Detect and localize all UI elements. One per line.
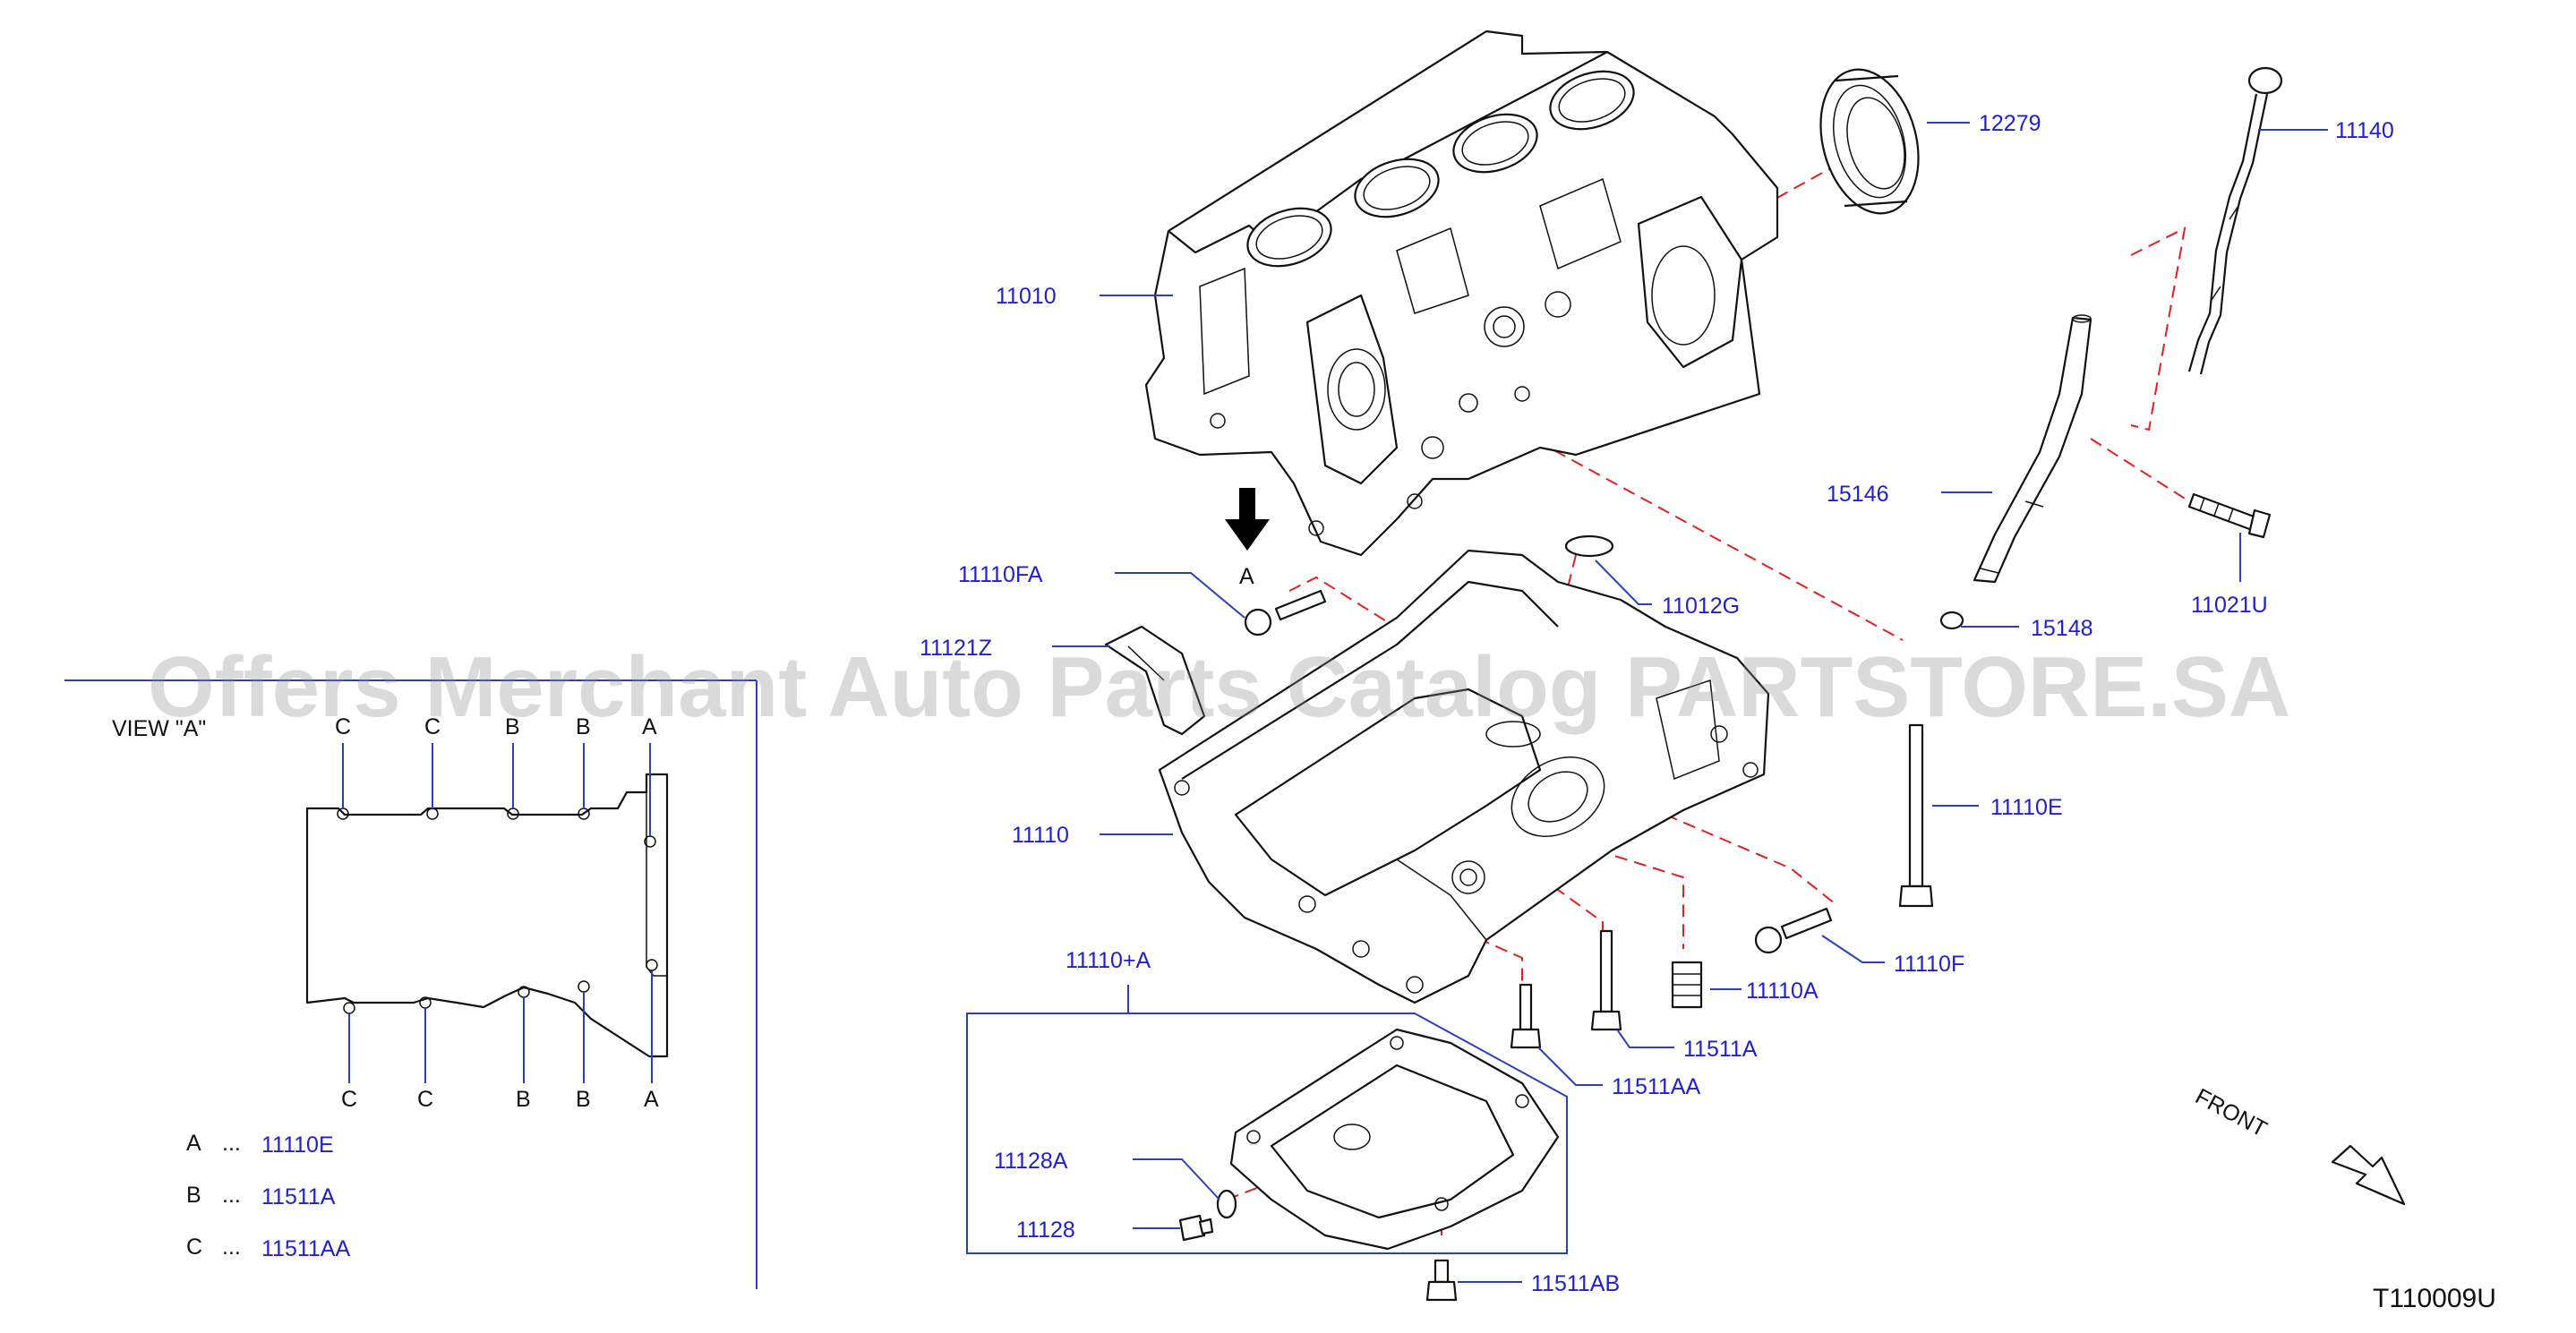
part-label-11511A[interactable]: 11511A	[1683, 1037, 1758, 1062]
legend-part-number[interactable]: 11511A	[261, 1184, 336, 1209]
oil-gauge-guide-15146[interactable]	[1973, 314, 2092, 584]
part-label-11012G[interactable]: 11012G	[1662, 594, 1740, 619]
view-a-flange	[646, 792, 667, 977]
leader-lines	[1052, 122, 2328, 1283]
front-indicator: FRONT	[2191, 1084, 2406, 1206]
oil-pan-lower[interactable]	[1229, 1028, 1560, 1251]
watermark: Offers Merchant Auto Parts Catalog PARTS…	[148, 639, 2290, 735]
part-label-11121Z[interactable]: 11121Z	[920, 636, 992, 661]
bolt-11110FA[interactable]	[1244, 589, 1327, 637]
bolt-11110E[interactable]	[1898, 723, 1934, 908]
front-arrow-icon	[2331, 1144, 2406, 1206]
legend-key: C	[186, 1235, 202, 1260]
legend-key: A	[186, 1131, 201, 1156]
part-label-11511AB[interactable]: 11511AB	[1531, 1271, 1620, 1296]
part-label-11010[interactable]: 11010	[996, 284, 1057, 309]
bolt-11511A[interactable]	[1590, 929, 1622, 1031]
oil-pan-lower-frame	[966, 1013, 1568, 1254]
part-label-11110FA[interactable]: 11110FA	[958, 562, 1043, 587]
view-a-legend: A ... 11110E B ... 11511A C ... 11511AA	[186, 1131, 350, 1261]
washer-11128A[interactable]	[1216, 1189, 1237, 1219]
view-a-pan-outline	[305, 773, 669, 1058]
view-a-bolt-holes	[337, 807, 658, 1014]
view-a-top-letter: C	[335, 714, 351, 739]
view-a-bottom-letter: C	[417, 1087, 433, 1112]
view-a-arrow: A	[1225, 488, 1270, 589]
drain-plug-11128[interactable]	[1178, 1214, 1214, 1242]
oil-pan-upper-11110[interactable]	[1158, 549, 1770, 1004]
part-label-11511AA[interactable]: 11511AA	[1612, 1074, 1700, 1099]
part-label-11110F[interactable]: 11110F	[1894, 952, 1964, 977]
down-arrow-icon	[1225, 488, 1270, 551]
rear-oil-seal-12279[interactable]	[1806, 58, 1934, 224]
view-a-label: VIEW "A"	[112, 716, 206, 741]
view-a-bottom-leaders	[348, 970, 653, 1083]
front-label: FRONT	[2191, 1084, 2271, 1142]
view-a-top-letters: C C B B A	[335, 714, 657, 739]
diagram-code: T110009U	[2373, 1284, 2496, 1313]
part-label-15148[interactable]: 15148	[2031, 616, 2093, 641]
view-a-inset: VIEW "A"	[64, 679, 757, 1289]
legend-dots: ...	[222, 1183, 241, 1208]
cylinder-block-11010[interactable]	[1144, 30, 1779, 557]
view-a-bottom-letters: C C B B A	[341, 1087, 659, 1112]
view-a-bottom-letter: B	[576, 1087, 591, 1112]
part-label-11128A[interactable]: 11128A	[994, 1149, 1068, 1174]
legend-part-number[interactable]: 11511AA	[261, 1236, 350, 1261]
legend-dots: ...	[222, 1131, 241, 1156]
view-a-top-letter: C	[424, 714, 441, 739]
baffle-11121Z[interactable]	[1104, 625, 1206, 736]
bolt-11511AB[interactable]	[1425, 1259, 1458, 1302]
part-label-11110-plus-a[interactable]: 11110+A	[1065, 948, 1151, 973]
part-label-15146[interactable]: 15146	[1827, 482, 1889, 507]
part-label-12279[interactable]: 12279	[1979, 111, 2041, 136]
part-label-11110A[interactable]: 11110A	[1746, 978, 1819, 1004]
part-number-labels: 11010 12279 11140 15146 11021U 11110FA 1…	[920, 111, 2394, 1296]
legend-dots: ...	[222, 1235, 241, 1260]
stud-11110A[interactable]	[1671, 961, 1703, 1009]
part-label-11021U[interactable]: 11021U	[2191, 593, 2268, 618]
legend-part-number[interactable]: 11110E	[261, 1132, 334, 1158]
bolt-11511AA[interactable]	[1510, 983, 1542, 1049]
gasket-11012G[interactable]	[1564, 534, 1614, 558]
bolt-11021U[interactable]	[2187, 492, 2272, 539]
view-a-top-letter: B	[505, 714, 520, 739]
view-a-top-leaders	[342, 743, 651, 836]
part-label-11110E[interactable]: 11110E	[1990, 795, 2063, 820]
oil-pan-lower-group	[966, 985, 1568, 1254]
legend-key: B	[186, 1183, 201, 1208]
part-label-11128[interactable]: 11128	[1016, 1218, 1075, 1243]
view-a-bottom-letter: C	[341, 1087, 357, 1112]
view-a-top-letter: A	[642, 714, 657, 739]
view-a-arrow-label: A	[1239, 564, 1254, 589]
view-a-top-letter: B	[576, 714, 591, 739]
view-a-bottom-letter: A	[644, 1087, 659, 1112]
o-ring-15148[interactable]	[1939, 611, 1964, 630]
part-label-11140[interactable]: 11140	[2335, 118, 2394, 143]
part-label-11110[interactable]: 11110	[1012, 823, 1069, 848]
bolt-11110F[interactable]	[1754, 907, 1833, 954]
oil-level-gauge-11140[interactable]	[2187, 66, 2283, 375]
view-a-bottom-letter: B	[516, 1087, 531, 1112]
